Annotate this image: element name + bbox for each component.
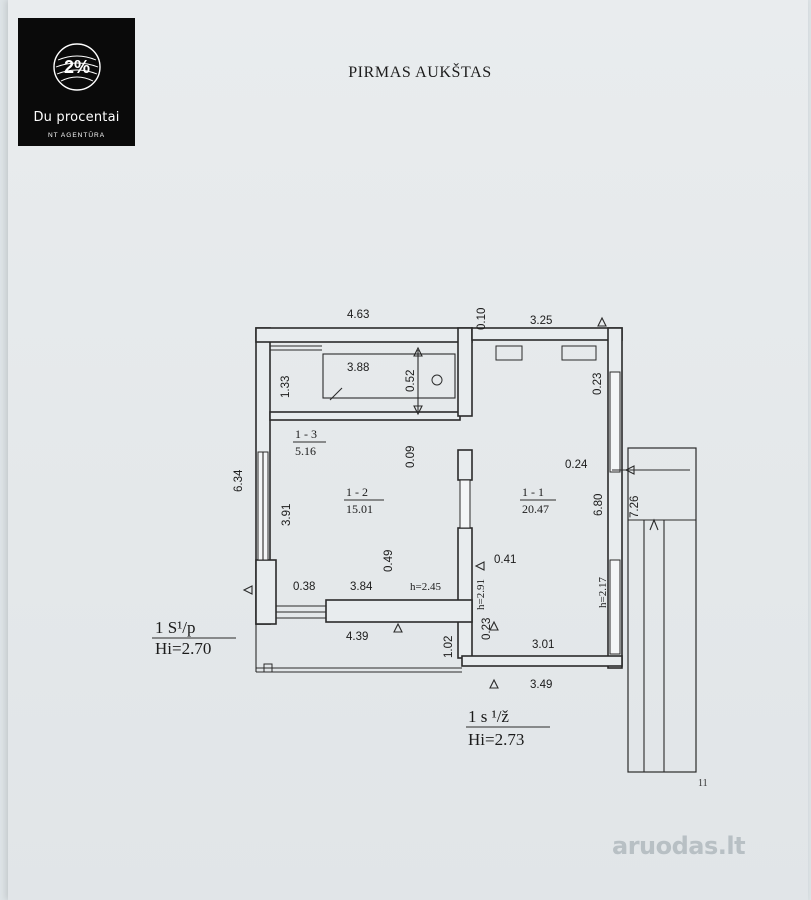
watermark: aruodas.lt — [612, 832, 746, 860]
dim-right-inner-top: 0.23 — [592, 373, 604, 395]
agency-logo: 2% Du procentai NT AGENTŪRA — [18, 18, 135, 146]
logo-name: Du procentai — [33, 110, 120, 125]
dimension-arrows — [242, 316, 690, 689]
dim-bottom-left: 4.39 — [346, 631, 368, 643]
dim-height-right: h=2.17 — [597, 577, 609, 608]
room-1-3-area: 5.16 — [295, 444, 316, 458]
page-number: 11 — [698, 778, 708, 789]
dim-right-outer: 7.26 — [629, 496, 641, 518]
dim-bottom-outer: 3.49 — [530, 679, 552, 691]
room-1-1-id: 1 - 1 — [522, 485, 544, 499]
bottom-note-line2: Hi=2.73 — [468, 730, 524, 749]
document-page — [8, 0, 808, 900]
logo-subtitle: NT AGENTŪRA — [47, 132, 106, 139]
dim-small-023: 0.23 — [481, 618, 493, 640]
dim-step: 0.38 — [293, 581, 315, 593]
dim-height-room2: h=2.45 — [410, 581, 441, 593]
dim-mid-wall: 0.41 — [494, 554, 516, 566]
logo-mark-text: 2% — [64, 57, 90, 77]
room-1-2-area: 15.01 — [346, 502, 373, 516]
dim-bath-width: 3.88 — [347, 362, 369, 374]
walls — [255, 327, 697, 773]
dim-left-total: 6.34 — [233, 469, 245, 492]
dim-step-height: 1.02 — [443, 636, 455, 658]
dim-bottom-inner: 3.01 — [532, 639, 554, 651]
room-1-2-id: 1 - 2 — [346, 485, 368, 499]
dim-right-height: 6.80 — [593, 494, 605, 516]
left-note-line2: Hi=2.70 — [155, 639, 211, 658]
dimension-labels: 4.63 0.10 3.25 3.88 1.33 0.52 0.23 0.09 … — [233, 308, 641, 691]
logo-mark-icon: 2% — [53, 43, 101, 91]
room-labels: 1 - 3 5.16 1 - 2 15.01 1 - 1 20.47 — [293, 427, 556, 516]
dim-top-right: 3.25 — [530, 315, 552, 327]
dim-height-door: h=2.91 — [475, 579, 487, 610]
dim-room2-width: 3.84 — [350, 581, 373, 593]
dim-room2-inner: 0.49 — [383, 550, 395, 572]
dim-top-gap: 0.10 — [476, 308, 488, 330]
dim-bath-height: 1.33 — [280, 376, 292, 398]
dim-top-left: 4.63 — [347, 309, 369, 321]
dim-right-inner: 0.24 — [565, 459, 588, 471]
dim-wall-009: 0.09 — [405, 446, 417, 468]
page-title: PIRMAS AUKŠTAS — [348, 64, 492, 81]
room-1-1-area: 20.47 — [522, 502, 549, 516]
dim-room2-height: 3.91 — [281, 504, 293, 526]
dim-bath-inner: 0.52 — [405, 370, 417, 392]
room-1-3-id: 1 - 3 — [295, 427, 317, 441]
level-notes: 1 S¹/p Hi=2.70 1 s ¹/ž Hi=2.73 — [152, 618, 550, 749]
bottom-note-line1: 1 s ¹/ž — [468, 707, 509, 726]
left-note-line1: 1 S¹/p — [155, 618, 196, 637]
